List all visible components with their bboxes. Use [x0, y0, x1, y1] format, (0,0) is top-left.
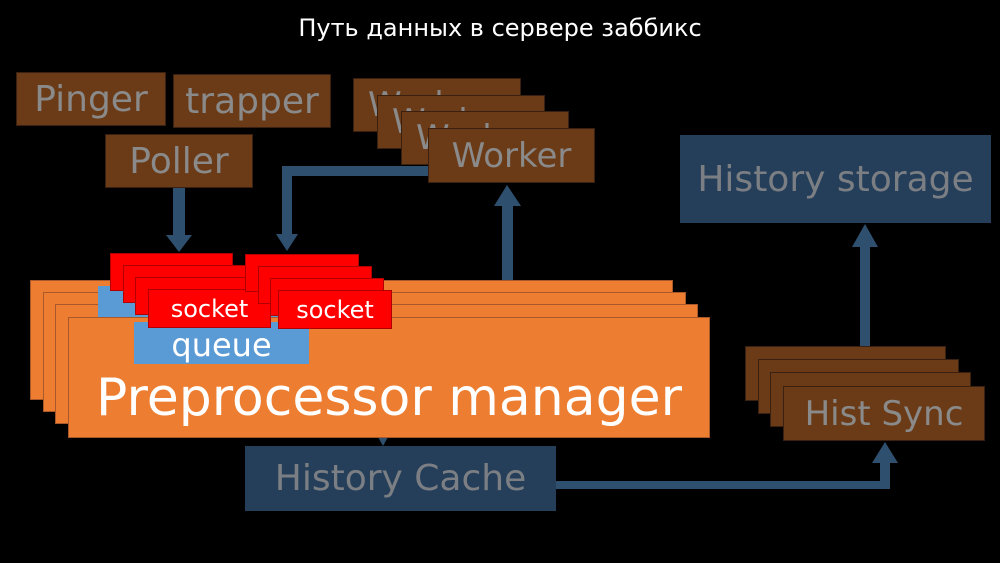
pinger-label: Pinger — [34, 78, 148, 120]
history-cache-box: History Cache — [245, 446, 556, 511]
worker-box: Worker — [428, 128, 595, 183]
pinger-box: Pinger — [16, 72, 166, 126]
history-storage-label: History storage — [697, 158, 974, 200]
hist-sync-label: Hist Sync — [804, 393, 964, 434]
trapper-box: trapper — [173, 74, 331, 128]
queue-box: queue — [134, 322, 309, 364]
poller-label: Poller — [129, 140, 229, 182]
slide-title: Путь данных в сервере заббикс — [298, 14, 702, 42]
poller-box: Poller — [105, 134, 253, 188]
history-storage-box: History storage — [680, 135, 991, 223]
hist-sync-box: Hist Sync — [783, 386, 985, 441]
preprocessor-manager-label: Preprocessor manager — [96, 367, 682, 428]
socket-left-box: socket — [148, 289, 271, 328]
socket-left-label: socket — [170, 294, 249, 323]
socket-right-box: socket — [278, 290, 392, 329]
trapper-label: trapper — [185, 80, 319, 122]
queue-label: queue — [171, 326, 272, 364]
history-cache-label: History Cache — [274, 458, 527, 499]
socket-right-label: socket — [296, 295, 374, 324]
worker-label: Worker — [451, 135, 572, 176]
